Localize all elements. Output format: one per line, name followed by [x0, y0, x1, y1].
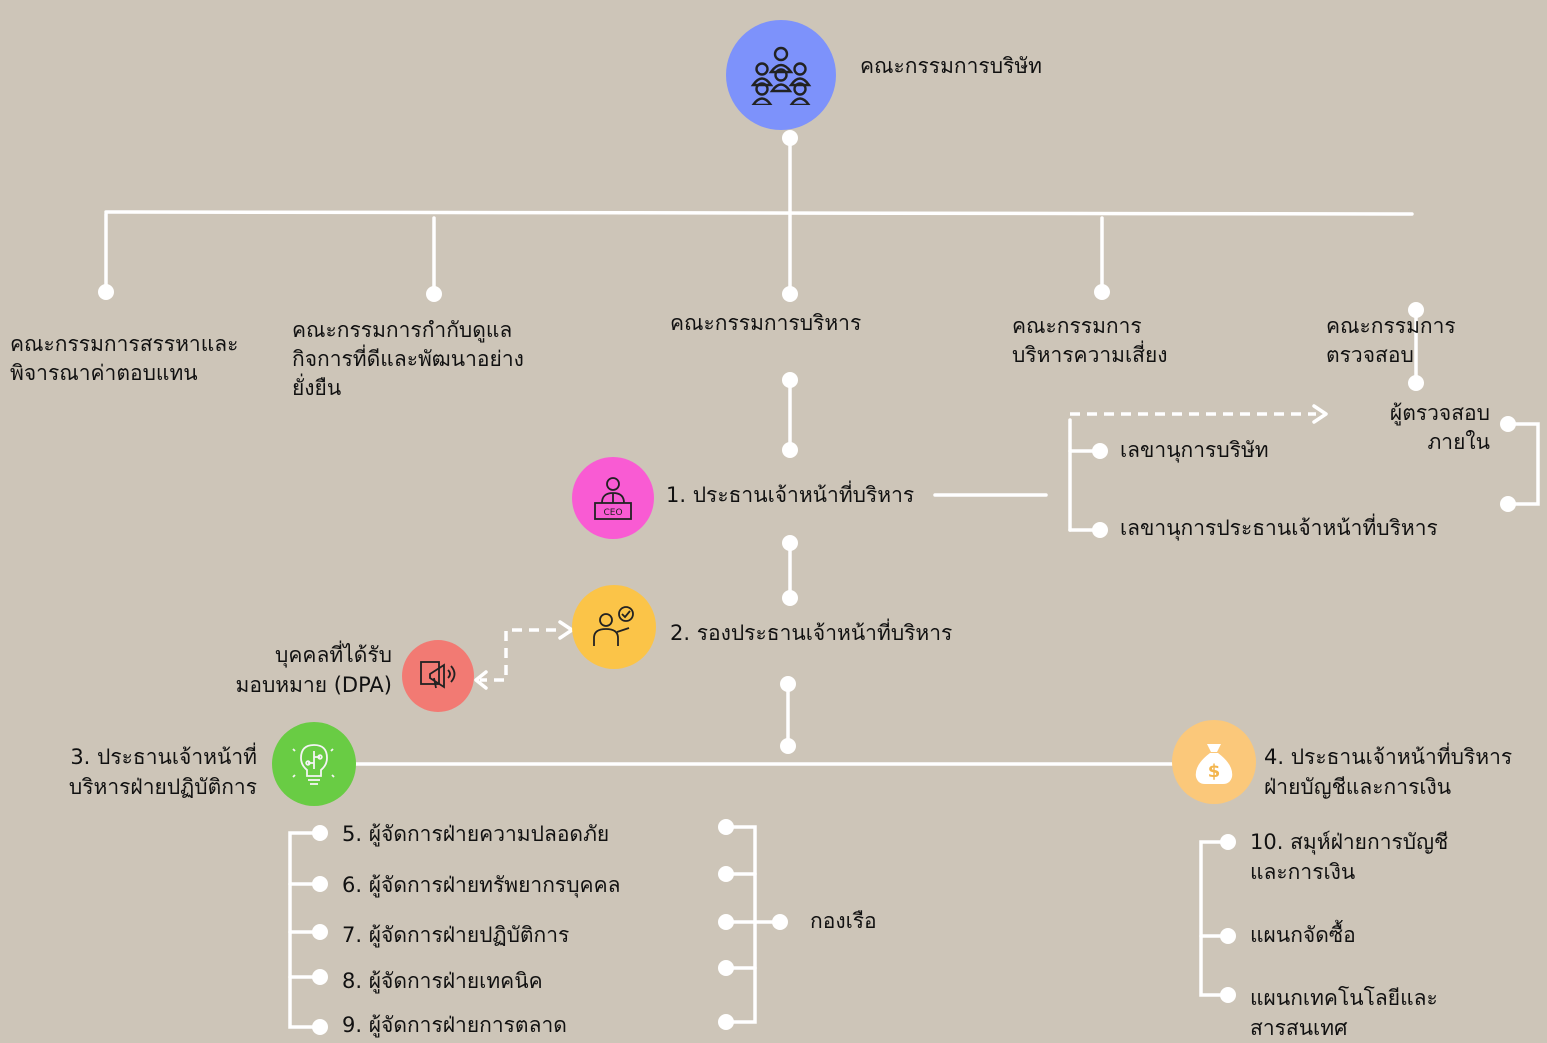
board-label: คณะกรรมการบริษัท — [860, 54, 1043, 78]
presenter-check-icon — [593, 606, 634, 646]
group-people-icon — [750, 46, 812, 105]
committee-governance-label: คณะกรรมการกำกับดูแล กิจการที่ดีและพัฒนาอ… — [292, 318, 524, 400]
board-node — [726, 20, 836, 130]
company-secretary-label: เลขานุการบริษัท — [1120, 438, 1269, 462]
deputy-ceo-node — [572, 585, 656, 669]
coo-node — [272, 722, 356, 806]
ops-manager-technical: 8. ผู้จัดการฝ่ายเทคนิค — [342, 969, 543, 993]
ops-manager-marketing: 9. ผู้จัดการฝ่ายการตลาด — [342, 1013, 567, 1037]
dpa-label: บุคคลที่ได้รับ มอบหมาย (DPA) — [235, 643, 393, 697]
finance-unit-it: แผนกเทคโนโลยีและ สารสนเทศ — [1250, 986, 1438, 1040]
committee-executive-label: คณะกรรมการบริหาร — [670, 311, 862, 335]
cfo-label: 4. ประธานเจ้าหน้าที่บริหาร ฝ่ายบัญชีและก… — [1264, 745, 1513, 799]
coo-label: 3. ประธานเจ้าหน้าที่ บริหารฝ่ายปฏิบัติกา… — [68, 745, 257, 799]
deputy-ceo-label: 2. รองประธานเจ้าหน้าที่บริหาร — [670, 621, 953, 645]
ops-manager-operations: 7. ผู้จัดการฝ่ายปฏิบัติการ — [342, 923, 570, 947]
ceo-node: CEO — [572, 457, 654, 539]
cfo-node: $ — [1172, 720, 1256, 804]
committee-nomination-label: คณะกรรมการสรรหาและ พิจารณาค่าตอบแทน — [10, 332, 239, 385]
fleet-label: กองเรือ — [810, 909, 877, 933]
ceo-desk-icon: CEO — [594, 477, 632, 520]
ceo-icon-text: CEO — [603, 508, 622, 518]
ceo-secretary-label: เลขานุการประธานเจ้าหน้าที่บริหาร — [1120, 516, 1438, 540]
megaphone-icon — [420, 661, 456, 689]
ceo-label: 1. ประธานเจ้าหน้าที่บริหาร — [666, 483, 915, 507]
cfo-icon-text: $ — [1208, 761, 1221, 782]
finance-unit-accounting: 10. สมุห์ฝ่ายการบัญชี และการเงิน — [1250, 830, 1449, 884]
committee-risk-label: คณะกรรมการ บริหารความเสี่ยง — [1012, 314, 1168, 367]
internal-audit-label: ผู้ตรวจสอบ ภายใน — [1389, 401, 1490, 454]
committee-audit-label: คณะกรรมการ ตรวจสอบ — [1326, 314, 1456, 367]
idea-bulb-icon — [292, 744, 335, 785]
ops-manager-hr: 6. ผู้จัดการฝ่ายทรัพยากรบุคคล — [342, 873, 621, 897]
finance-unit-procurement: แผนกจัดซื้อ — [1250, 923, 1356, 947]
money-bag-icon: $ — [1195, 744, 1233, 784]
dpa-node — [402, 640, 474, 712]
ops-manager-safety: 5. ผู้จัดการฝ่ายความปลอดภัย — [342, 822, 610, 846]
